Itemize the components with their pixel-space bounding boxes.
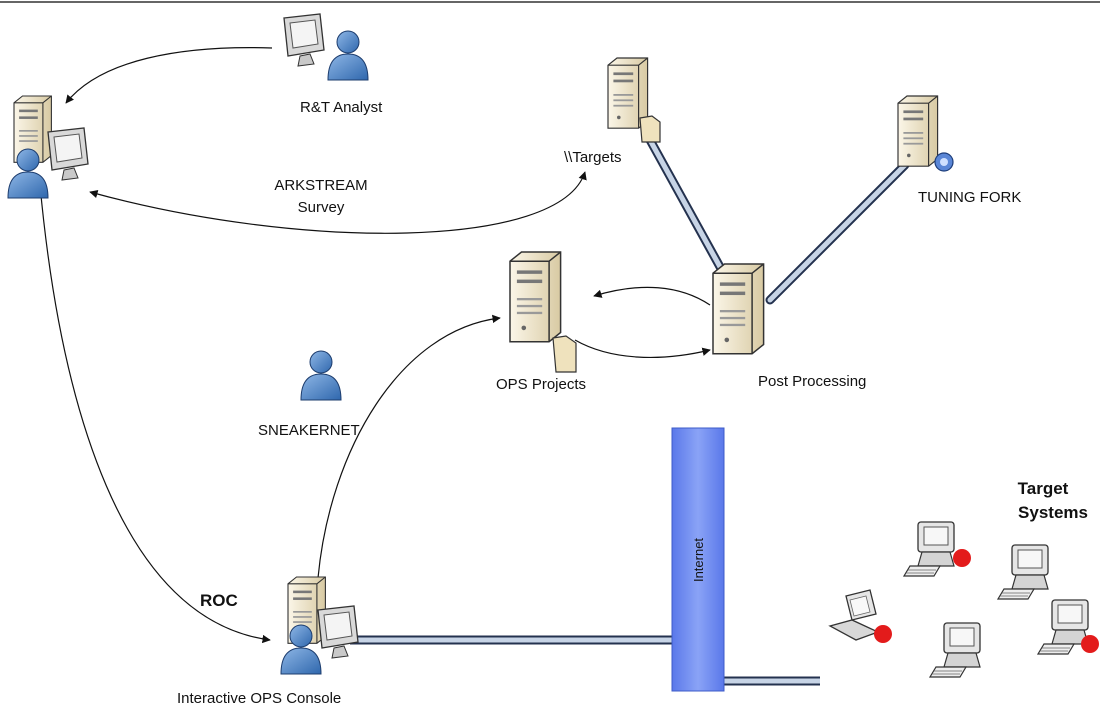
sneakernet-label: SNEAKERNET: [258, 422, 360, 439]
link-tuning-post: [765, 160, 910, 305]
rt-analyst-icon: [283, 13, 369, 81]
tuning-fork-server-icon: [897, 95, 954, 172]
target-pc-icon: [903, 521, 971, 577]
target-systems-label-line1: Target: [1018, 479, 1069, 498]
ops-console-label: Interactive OPS Console: [177, 690, 341, 707]
ops-projects-label: OPS Projects: [496, 376, 586, 393]
alert-dot: [953, 549, 971, 567]
internet-label: Internet: [691, 538, 706, 582]
target-systems-group: [828, 521, 1099, 678]
post-processing-server-icon: [712, 263, 765, 355]
operator-workstation-icon: [7, 95, 89, 199]
arrow-operator-to-roc: [39, 184, 271, 644]
sneakernet-person-icon: [300, 350, 342, 401]
ops-projects-server-icon: [509, 251, 577, 373]
target-pc-icon: [1037, 599, 1099, 655]
arrow-ops-to-post: [574, 339, 711, 359]
link-targets-post: [645, 135, 735, 290]
internet-bar: Internet: [671, 427, 725, 692]
post-processing-label: Post Processing: [758, 373, 866, 390]
arrow-console-to-ops-projects: [317, 314, 501, 579]
target-pc-icon: [997, 544, 1049, 600]
arrow-analyst-to-operator: [65, 47, 273, 104]
target-pc-icon: [929, 622, 981, 678]
rt-analyst-label: R&T Analyst: [300, 99, 383, 116]
target-laptop-icon: [828, 589, 892, 643]
arkstream-label-line2: Survey: [298, 199, 345, 216]
tuning-fork-label: TUNING FORK: [918, 189, 1021, 206]
alert-dot: [874, 625, 892, 643]
arkstream-label-line1: ARKSTREAM: [274, 177, 367, 194]
targets-server-icon: [607, 57, 661, 143]
target-systems-label-line2: Systems: [1018, 503, 1088, 522]
arrow-arkstream-survey: [89, 171, 587, 234]
alert-dot: [1081, 635, 1099, 653]
roc-label: ROC: [200, 591, 238, 610]
targets-label: \\Targets: [564, 149, 622, 166]
arrow-post-to-ops: [593, 286, 711, 306]
ops-console-icon: [280, 576, 359, 675]
